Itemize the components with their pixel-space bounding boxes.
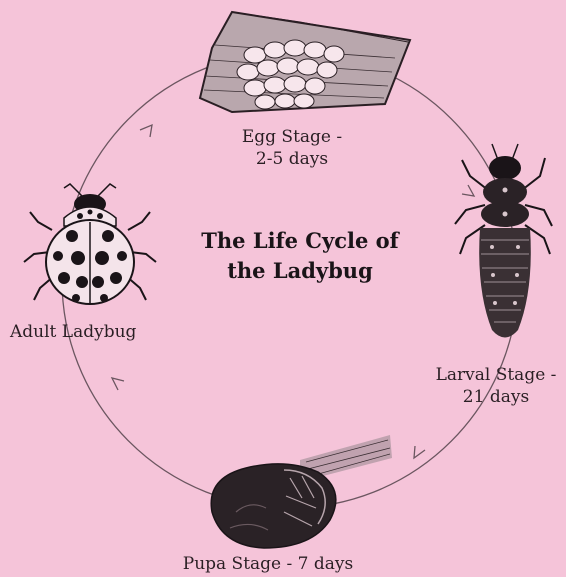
adult-stage-label: Adult Ladybug — [10, 321, 136, 343]
larva-icon — [455, 144, 552, 338]
larval-stage-label: Larval Stage - 21 days — [426, 364, 566, 408]
cycle-arrow-icon — [112, 378, 124, 390]
ladybug-icon — [24, 184, 156, 304]
diagram-title-line1: The Life Cycle of — [175, 226, 425, 256]
larval-stage-name: Larval Stage - — [426, 364, 566, 386]
egg-stage-duration: 2-5 days — [222, 148, 362, 170]
cycle-arrow-icon — [140, 125, 152, 137]
egg-stage-name: Egg Stage - — [222, 126, 362, 148]
egg-cluster-icon — [200, 12, 410, 112]
diagram-title: The Life Cycle of the Ladybug — [175, 226, 425, 286]
larval-stage-duration: 21 days — [426, 386, 566, 408]
adult-stage-name: Adult Ladybug — [10, 321, 136, 343]
pupa-stage-name: Pupa Stage - 7 days — [168, 553, 368, 575]
egg-stage-label: Egg Stage - 2-5 days — [222, 126, 362, 170]
pupa-stage-label: Pupa Stage - 7 days — [168, 553, 368, 575]
cycle-arrow-icon — [462, 185, 474, 196]
cycle-arrow-icon — [414, 446, 425, 458]
pupa-icon — [211, 435, 392, 548]
diagram-title-line2: the Ladybug — [175, 256, 425, 286]
